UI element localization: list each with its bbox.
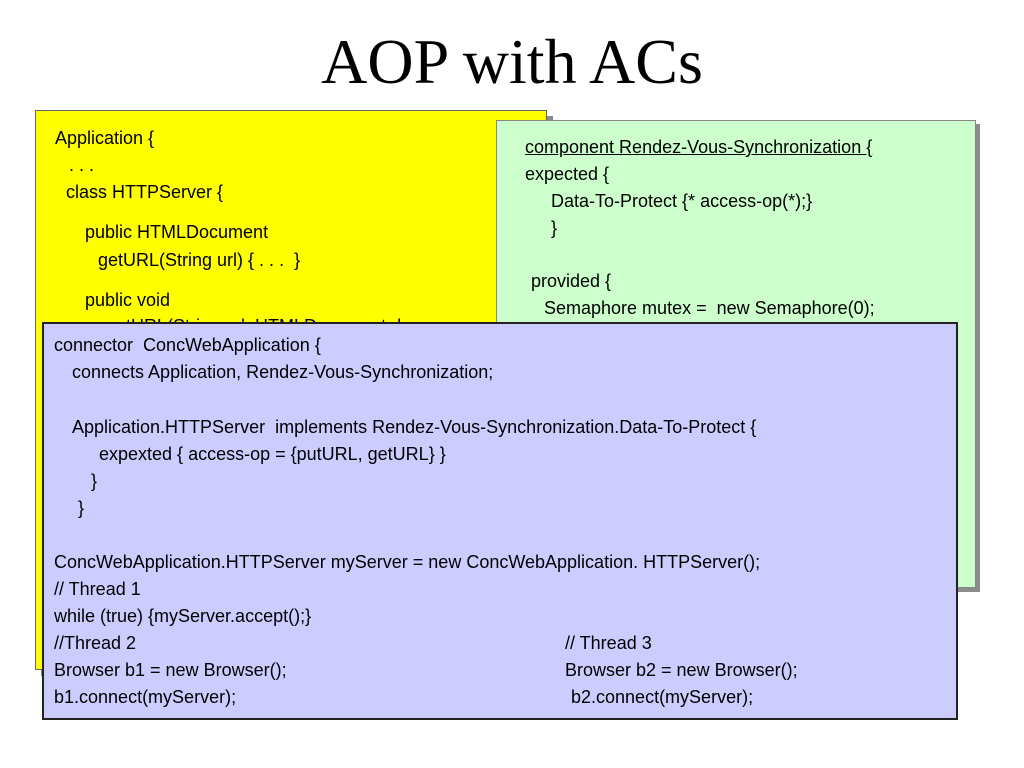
code-line: b1.connect(myServer);: [54, 687, 237, 707]
code-line: expected {: [525, 164, 610, 184]
code-line: ConcWebApplication.HTTPServer myServer =…: [54, 552, 761, 572]
code-line: public HTMLDocument: [85, 222, 269, 242]
code-line: connects Application, Rendez-Vous-Synchr…: [72, 362, 494, 382]
code-line: }: [78, 498, 85, 518]
component-header: component Rendez-Vous-Synchronization {: [525, 137, 873, 157]
code-line: // Thread 1: [54, 579, 141, 599]
code-line: provided {: [531, 271, 612, 291]
code-line: while (true) {myServer.accept();}: [54, 606, 312, 626]
code-line: connector ConcWebApplication {: [54, 335, 321, 355]
connector-box: connector ConcWebApplication { connects …: [42, 322, 958, 720]
code-line: Semaphore mutex = new Semaphore(0);: [544, 298, 875, 318]
slide-title: AOP with ACs: [321, 26, 703, 97]
code-line: expexted { access-op = {putURL, getURL} …: [99, 444, 446, 464]
code-line: Application.HTTPServer implements Rendez…: [72, 417, 757, 437]
code-line: Data-To-Protect {* access-op(*);}: [551, 191, 813, 211]
code-line: public void: [85, 290, 171, 310]
code-line: // Thread 3: [565, 633, 652, 653]
code-line: Browser b1 = new Browser();: [54, 660, 287, 680]
code-line: . . .: [64, 155, 95, 175]
code-line: }: [551, 218, 558, 238]
code-line: }: [91, 471, 98, 491]
code-line: b2.connect(myServer);: [571, 687, 754, 707]
code-line: Application {: [55, 128, 155, 148]
code-line: //Thread 2: [54, 633, 137, 653]
code-line: getURL(String url) { . . . }: [98, 250, 301, 270]
code-line: Browser b2 = new Browser();: [565, 660, 798, 680]
code-line: class HTTPServer {: [66, 182, 224, 202]
